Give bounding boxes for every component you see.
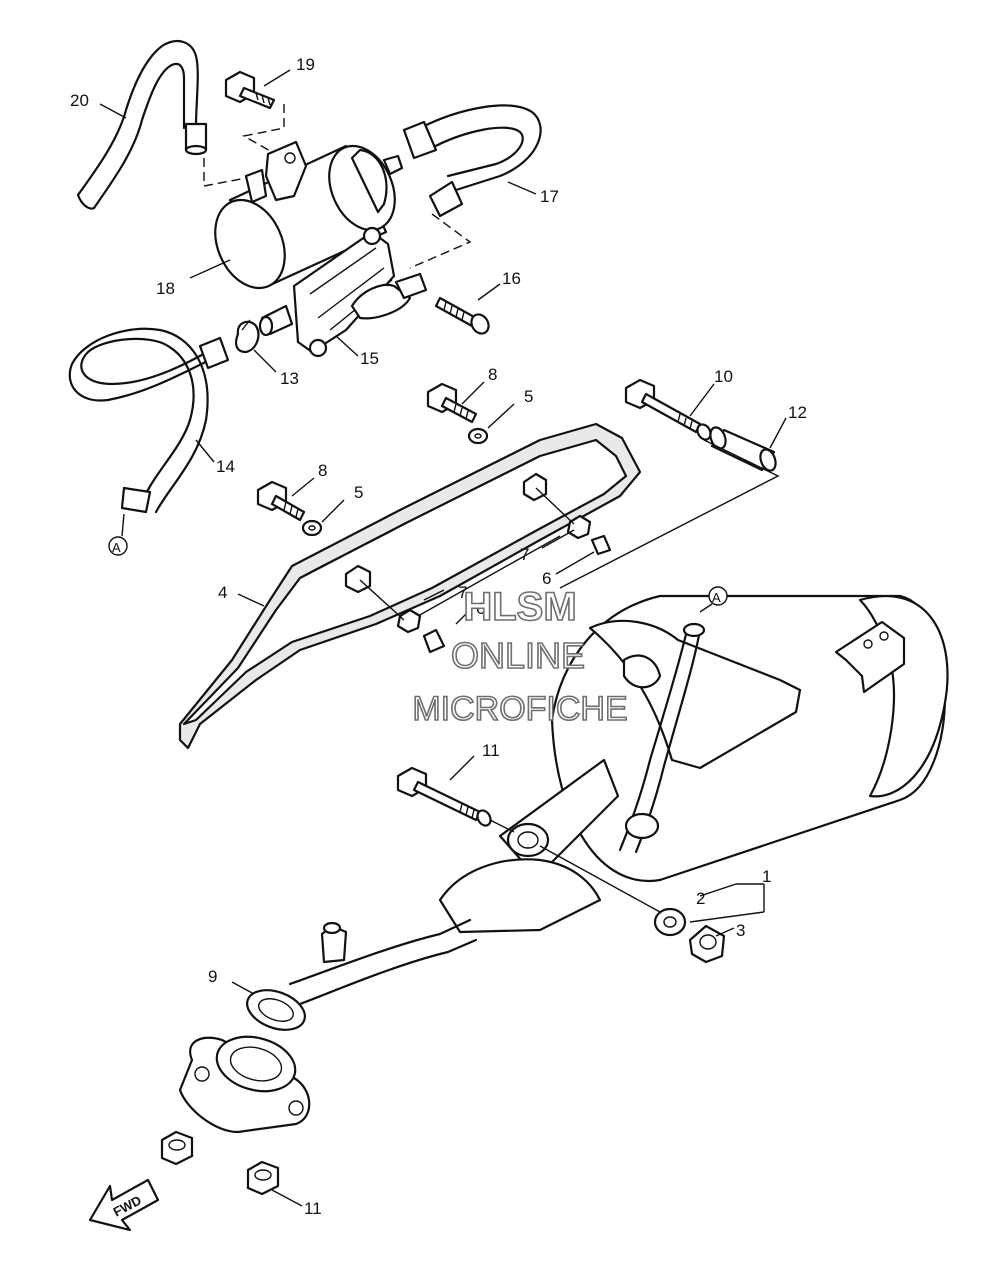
- callout-2: 2: [696, 889, 705, 908]
- callout-6-left: 6: [476, 599, 485, 618]
- connector-a-left: A: [108, 536, 128, 556]
- part-1-muffler[interactable]: [288, 594, 949, 1006]
- callout-9: 9: [208, 967, 217, 986]
- part-11-bolt-upper[interactable]: [624, 378, 713, 442]
- callouts: 20 19 18 17 16 15 13 14 8 5 10 12 8 5 7 …: [70, 55, 807, 1218]
- part-7-grommet-left[interactable]: [344, 564, 422, 634]
- callout-3: 3: [736, 921, 745, 940]
- callout-6-right: 6: [542, 569, 551, 588]
- part-5-washer-lower[interactable]: [301, 519, 323, 537]
- callout-15: 15: [360, 349, 379, 368]
- callout-5-lower: 5: [354, 483, 363, 502]
- part-4-heat-shield[interactable]: [178, 422, 642, 750]
- part-17-hose[interactable]: [402, 104, 542, 218]
- part-9-gasket[interactable]: [242, 983, 311, 1037]
- svg-text:HLSM: HLSM: [463, 585, 576, 629]
- callout-8-upper: 8: [488, 365, 497, 384]
- part-5-washer-upper[interactable]: [467, 427, 489, 445]
- callout-19: 19: [296, 55, 315, 74]
- callout-17: 17: [540, 187, 559, 206]
- part-8-bolt-lower[interactable]: [256, 480, 306, 522]
- part-7-grommet-right[interactable]: [522, 472, 592, 540]
- part-6-collar-left[interactable]: [422, 628, 446, 654]
- callout-4: 4: [218, 583, 227, 602]
- svg-text:A: A: [712, 590, 721, 605]
- callout-16: 16: [502, 269, 521, 288]
- callout-13: 13: [280, 369, 299, 388]
- callout-1: 1: [762, 867, 771, 886]
- callout-12: 12: [788, 403, 807, 422]
- part-13-clamp[interactable]: [235, 319, 260, 354]
- part-10-nut-left[interactable]: [160, 1130, 194, 1166]
- svg-text:A: A: [112, 540, 121, 555]
- part-16-screw[interactable]: [434, 296, 492, 337]
- fwd-arrow-icon: [88, 1178, 160, 1232]
- part-10-nut-right[interactable]: [246, 1160, 280, 1196]
- part-11-bolt-lower[interactable]: [396, 766, 493, 828]
- callout-11-upper: 10: [714, 367, 733, 386]
- callout-20: 20: [70, 91, 89, 110]
- part-3-collar[interactable]: [688, 924, 726, 964]
- watermark: HLSM ONLINE MICROFICHE: [412, 584, 629, 729]
- callout-7-left: 7: [458, 583, 467, 602]
- callout-7-right: 7: [520, 545, 529, 564]
- part-8-bolt-upper[interactable]: [426, 382, 478, 424]
- part-2-grommet[interactable]: [653, 907, 687, 937]
- part-12-collar[interactable]: [708, 425, 779, 472]
- callout-8-lower: 8: [318, 461, 327, 480]
- leader-lines: [99, 69, 787, 1207]
- callout-18: 18: [156, 279, 175, 298]
- part-6-collar-right[interactable]: [590, 534, 612, 556]
- exhaust-flange: [178, 1035, 311, 1134]
- svg-text:MICROFICHE: MICROFICHE: [412, 690, 627, 728]
- connector-a-right: A: [708, 586, 728, 606]
- part-14-hose[interactable]: [68, 327, 230, 514]
- part-18-canister[interactable]: [202, 136, 407, 299]
- svg-text:ONLINE: ONLINE: [451, 635, 585, 676]
- part-20-hose[interactable]: [76, 39, 208, 210]
- callout-10: 11: [304, 1199, 322, 1218]
- callout-11-lower: 11: [482, 741, 500, 760]
- callout-14: 14: [216, 457, 235, 476]
- callout-5-upper: 5: [524, 387, 533, 406]
- part-15-bracket[interactable]: [258, 226, 428, 358]
- part-19-bolt[interactable]: [224, 70, 276, 110]
